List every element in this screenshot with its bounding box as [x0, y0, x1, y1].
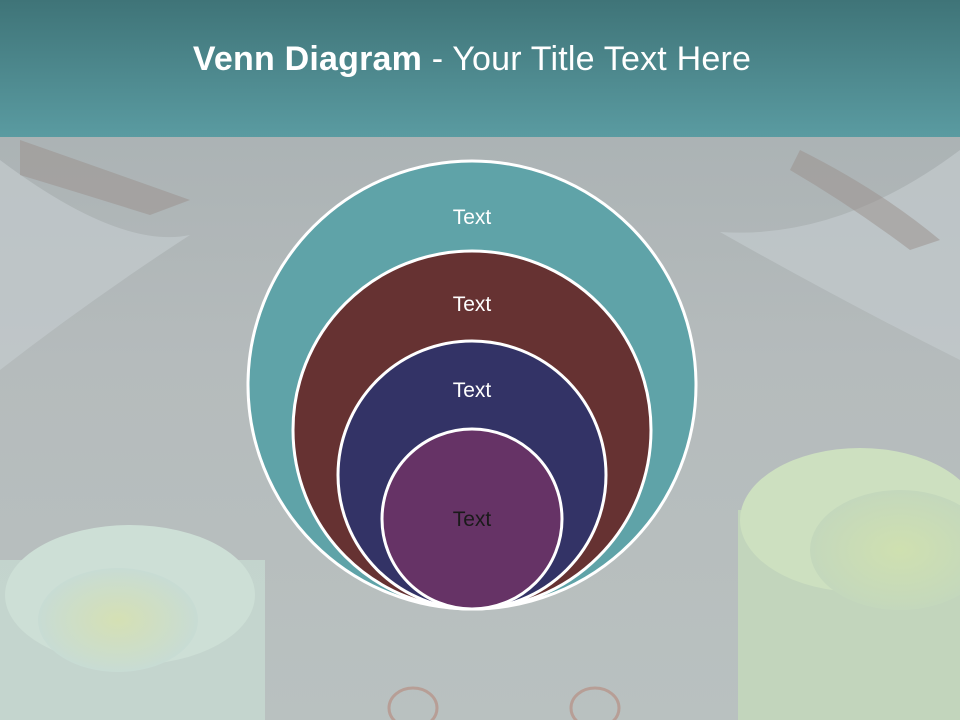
title-bold: Venn Diagram — [192, 40, 423, 78]
venn-circle-inner[interactable]: Text — [380, 427, 564, 611]
header-bar — [0, 0, 960, 137]
venn-label-inner[interactable]: Text — [453, 508, 492, 531]
venn-label-outer[interactable]: Text — [453, 206, 492, 229]
venn-label-second[interactable]: Text — [453, 293, 492, 316]
title-rest: - Your Title Text Here — [422, 40, 752, 78]
venn-label-third[interactable]: Text — [453, 379, 492, 402]
slide-title[interactable]: Venn Diagram - Your Title Text Here — [0, 40, 944, 79]
